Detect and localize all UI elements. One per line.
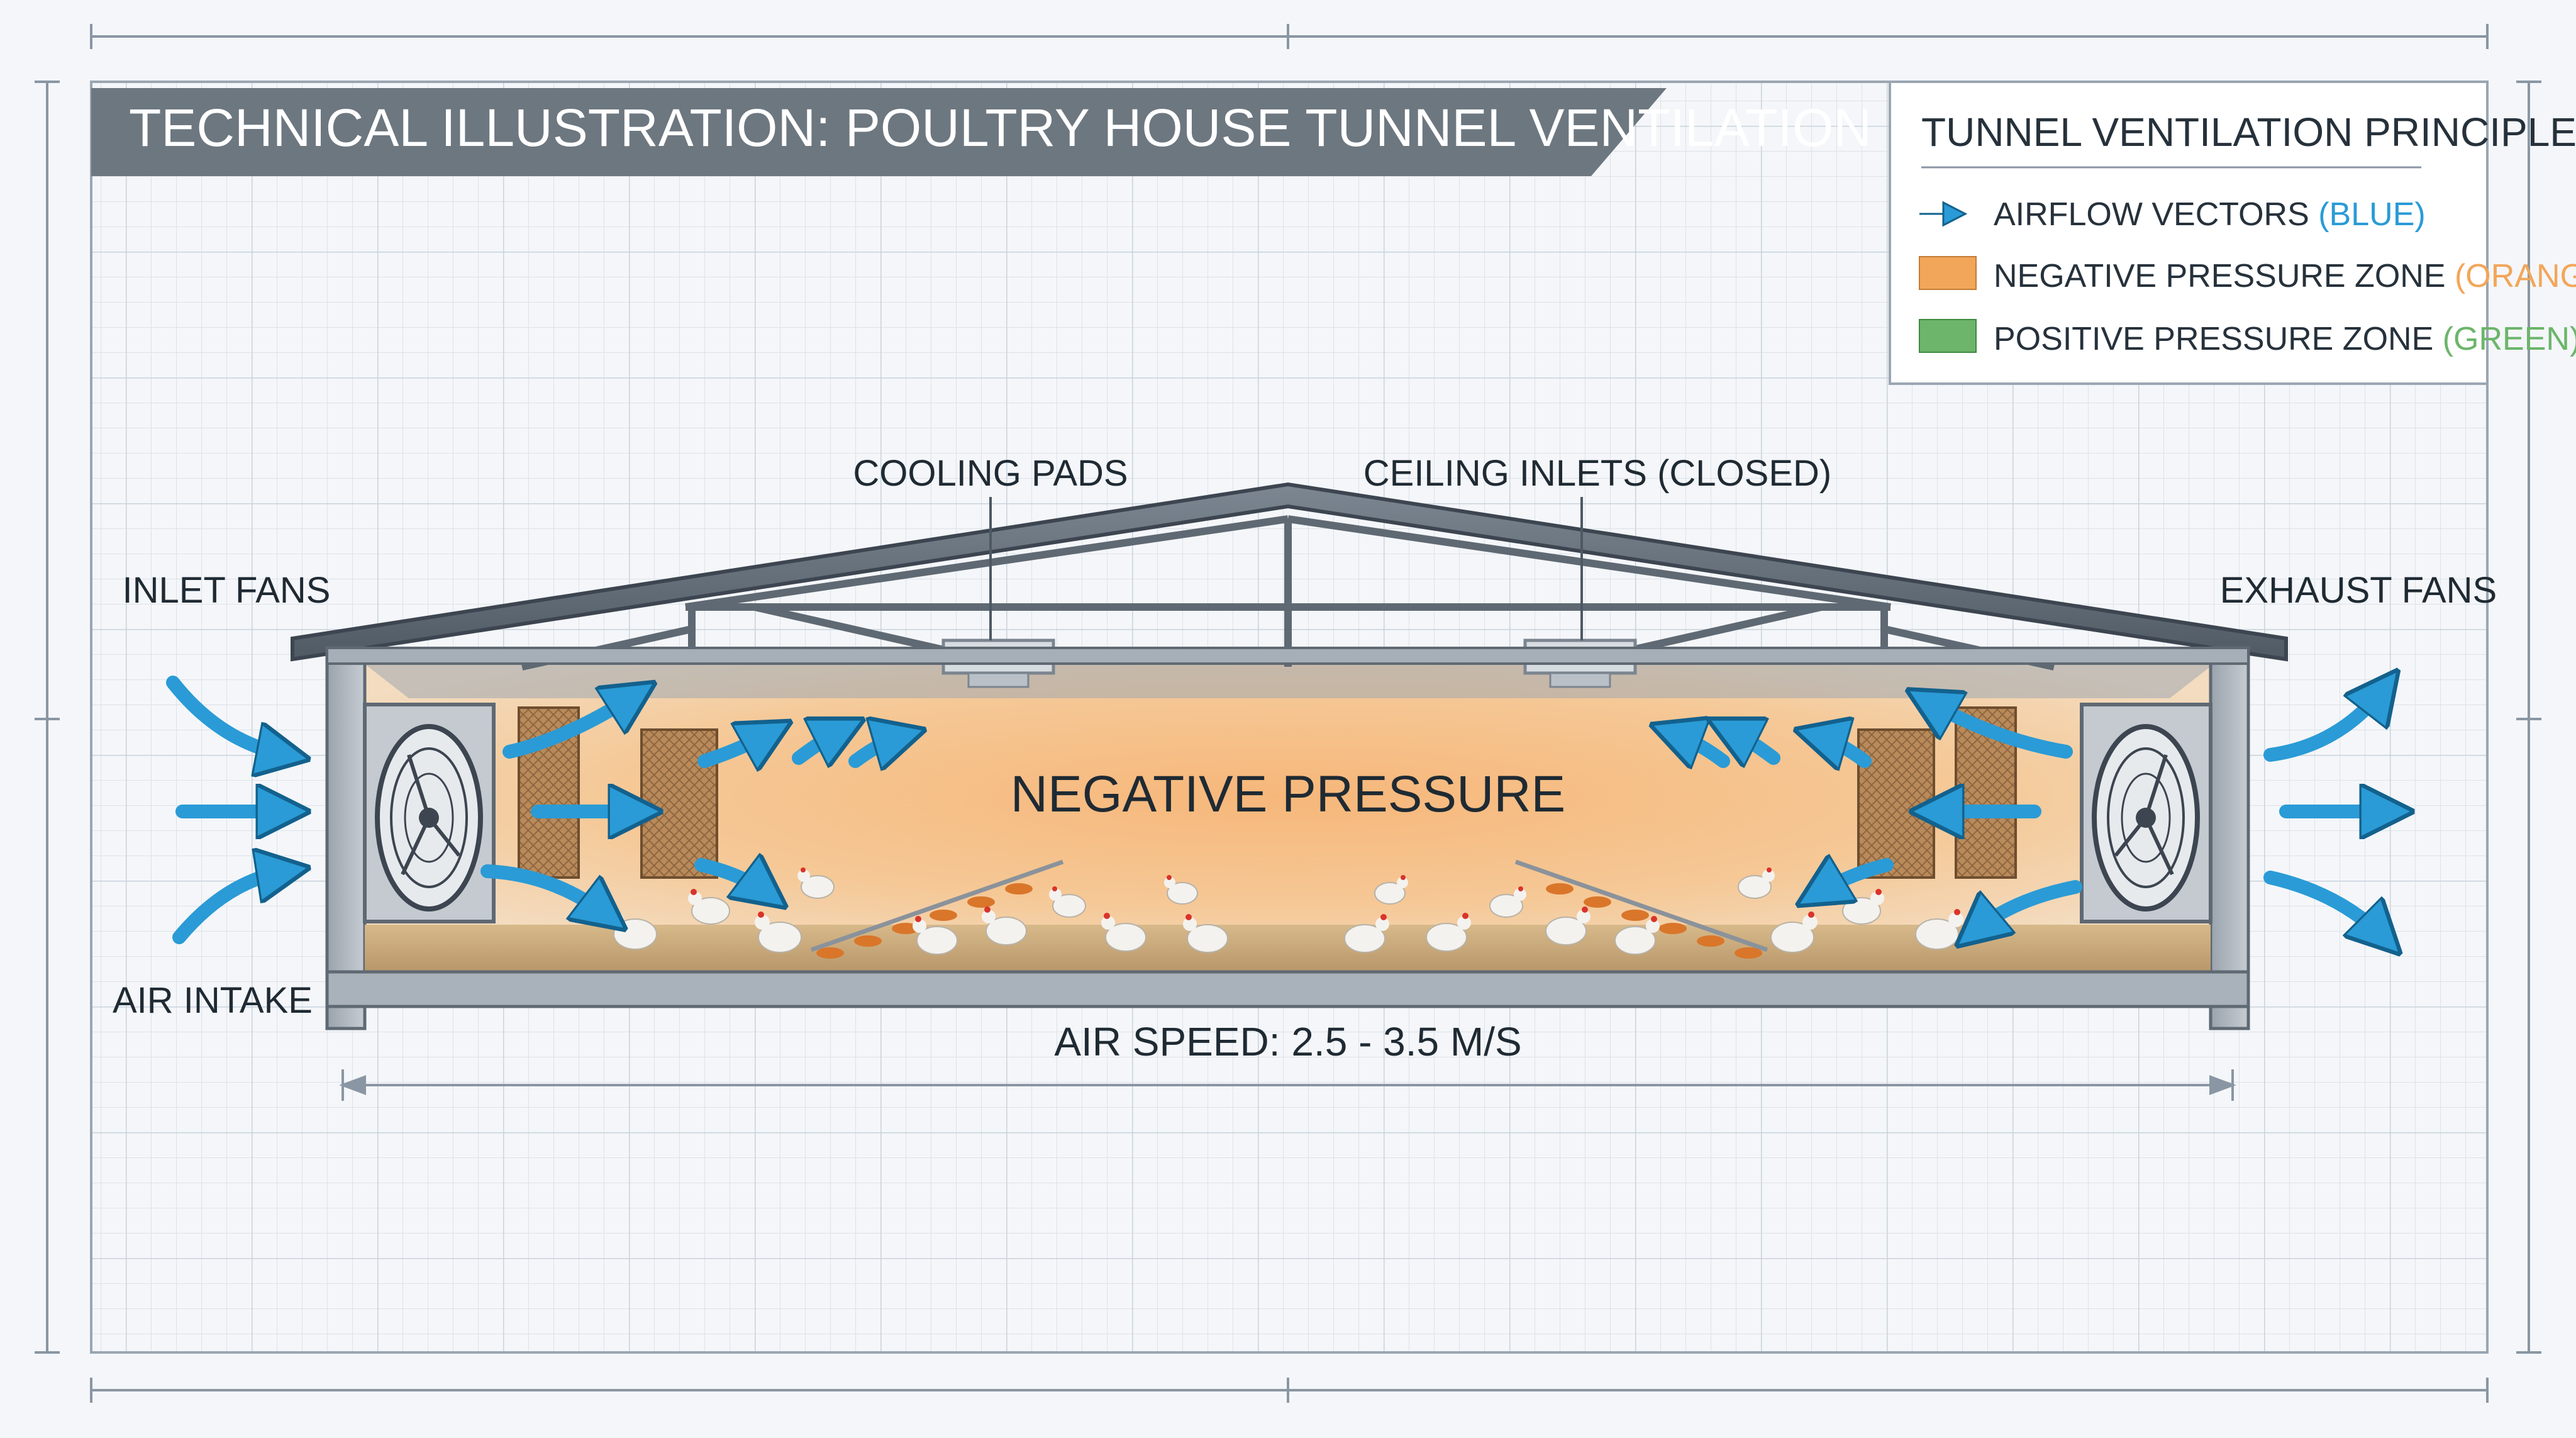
green-swatch <box>1919 319 1977 353</box>
floor-slab <box>325 970 2250 1008</box>
frame-dimension-lines <box>35 24 2541 1403</box>
exhaust-fan <box>2080 703 2212 923</box>
chicken <box>1614 916 1660 955</box>
legend-item-color-name: (BLUE) <box>2318 196 2425 233</box>
airflow-arrow <box>2263 871 2384 937</box>
airflow-arrow <box>1729 730 1780 758</box>
airflow-arrow <box>166 676 286 755</box>
label-air-intake: AIR INTAKE <box>113 980 313 1021</box>
svg-text:POSITIVE PRESSURE ZONE: POSITIVE PRESSURE ZONE (GREEN) <box>1994 321 2576 357</box>
chicken <box>1426 913 1471 952</box>
chicken <box>1344 914 1389 953</box>
roof <box>291 482 2288 662</box>
chicken <box>982 906 1027 945</box>
feeder-lines <box>810 859 1768 952</box>
title-banner: TECHNICAL ILLUSTRATION: POULTRY HOUSE TU… <box>91 88 2104 176</box>
feeder-pans <box>816 883 1762 959</box>
chicken <box>797 867 835 899</box>
airflow-arrow <box>1975 880 2082 931</box>
legend-item-color-name: (ORANGE) <box>2455 258 2576 294</box>
chicken <box>1183 914 1228 953</box>
label-air-speed: AIR SPEED: 2.5 - 3.5 M/S <box>1054 1019 1521 1064</box>
chicken <box>1738 867 1775 899</box>
arrow-icon <box>1919 201 1968 227</box>
chicken <box>1374 875 1408 905</box>
airflow-arrow <box>792 730 843 758</box>
label-cooling-pads: COOLING PADS <box>853 453 1128 494</box>
chicken <box>1545 906 1591 945</box>
cooling-pad-left-2 <box>640 728 718 879</box>
legend-item-color-name: (GREEN) <box>2443 321 2576 357</box>
callout-labels: COOLING PADS CEILING INLETS (CLOSED) INL… <box>113 453 2497 1064</box>
label-exhaust-fans: EXHAUST FANS <box>2220 570 2497 611</box>
wall-top-beam <box>326 647 2250 665</box>
airflow-arrow <box>848 736 902 761</box>
legend-item-label: NEGATIVE PRESSURE ZONE <box>1994 258 2446 294</box>
airflow-arrow <box>172 871 286 944</box>
air-speed-dimension-line <box>339 1069 2236 1101</box>
label-inlet-fans: INLET FANS <box>123 570 331 611</box>
legend-item-label: AIRFLOW VECTORS <box>1994 196 2309 233</box>
right-wall <box>2209 646 2250 1030</box>
leader-lines <box>989 497 1583 640</box>
svg-text:AIRFLOW VECTORS (BLUE: AIRFLOW VECTORS (BLUE) <box>1994 196 2426 233</box>
label-negative-pressure: NEGATIVE PRESSURE <box>1011 766 1565 823</box>
legend-item-positive-pressure: POSITIVE PRESSURE ZONE (GREEN) <box>1919 319 2576 357</box>
legend-item-negative-pressure: NEGATIVE PRESSURE ZONE (ORANGE) <box>1919 256 2576 294</box>
legend-heading: TUNNEL VENTILATION PRINCIPLES <box>1921 109 2576 155</box>
page-title: TECHNICAL ILLUSTRATION: POULTRY HOUSE TU… <box>129 98 2104 157</box>
svg-text:NEGATIVE PRESSURE ZONE: NEGATIVE PRESSURE ZONE (ORANGE) <box>1994 258 2576 294</box>
airflow-arrow <box>1818 865 1894 893</box>
chicken <box>1770 911 1818 953</box>
ceiling-plane <box>352 654 2226 698</box>
airflow-arrow <box>502 695 635 759</box>
airflow-arrow <box>694 865 767 893</box>
airflow-arrow <box>1928 701 2073 759</box>
airflow-vectors <box>166 676 2390 944</box>
legend: TUNNEL VENTILATION PRINCIPLES AIRFLOW VE… <box>1889 81 2576 385</box>
inlet-fan <box>363 703 496 923</box>
orange-swatch <box>1919 256 1977 290</box>
chicken <box>1049 886 1086 918</box>
legend-item-airflow: AIRFLOW VECTORS (BLUE) <box>1919 196 2426 233</box>
airflow-arrow <box>1818 736 1872 761</box>
chicken <box>1489 886 1526 918</box>
chicken <box>1164 875 1198 905</box>
cooling-pad-right-2 <box>1857 728 1935 879</box>
airflow-arrow <box>697 733 770 761</box>
litter-floor <box>365 925 2211 972</box>
legend-item-label: POSITIVE PRESSURE ZONE <box>1994 321 2433 357</box>
airflow-arrow <box>480 864 607 915</box>
poultry-house <box>291 482 2288 1030</box>
airflow-arrow <box>2263 689 2384 762</box>
label-ceiling-inlets: CEILING INLETS (CLOSED) <box>1363 453 1831 494</box>
chicken <box>913 916 958 955</box>
chicken <box>1101 913 1146 952</box>
chicken <box>755 911 802 953</box>
chicken-flock <box>609 867 1963 955</box>
